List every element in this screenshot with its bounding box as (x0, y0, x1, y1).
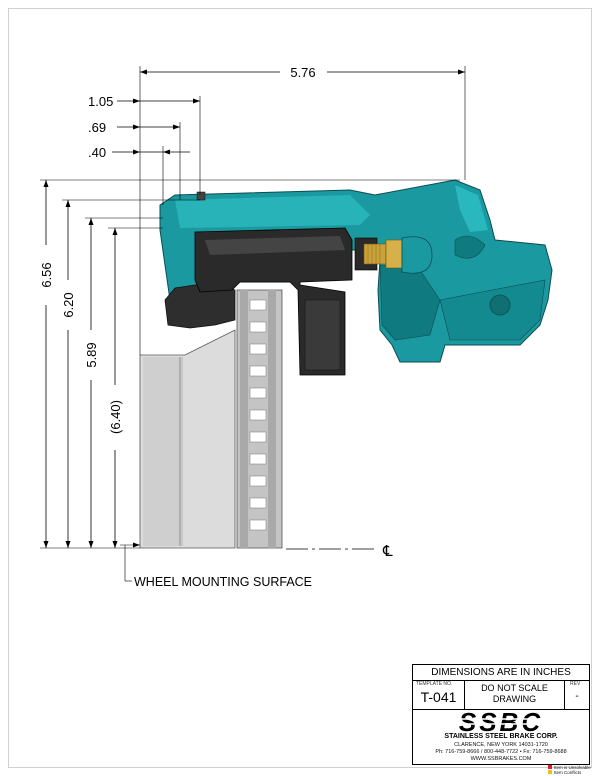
template-cell: TEMPLATE NO. T-041 (413, 680, 465, 709)
company-address: CLARENCE, NEW YORK 14031-1720 (454, 742, 548, 748)
page-border (8, 8, 592, 768)
caliper-bracket (164, 281, 236, 329)
scale-note-line1: DO NOT SCALE (481, 683, 548, 693)
rev-value: - (575, 691, 579, 702)
rotor-vanes (249, 299, 267, 531)
dim-height-2: 6.20 (61, 292, 76, 317)
wheel-mounting-surface-label: WHEEL MOUNTING SURFACE (134, 575, 312, 589)
company-phone: Ph: 716-759-8666 / 800-448-7722 • Fx: 71… (435, 749, 567, 755)
dim-height-3: 5.89 (84, 342, 99, 367)
yellow-swatch-icon (548, 770, 552, 774)
title-block: DIMENSIONS ARE IN INCHES TEMPLATE NO. T-… (412, 664, 590, 765)
dimension-lines (40, 66, 466, 582)
dim-overall-width: 5.76 (290, 65, 315, 80)
bleeder-fitting (354, 236, 433, 274)
scale-note-cell: DO NOT SCALE DRAWING (465, 680, 565, 709)
legend-item-unsolvable: Item is Unsolvable (548, 765, 591, 770)
units-note: DIMENSIONS ARE IN INCHES (413, 665, 589, 681)
dim-offset-3: .40 (88, 145, 106, 160)
rev-label: REV (570, 681, 581, 687)
company-logo-area: SSBC STAINLESS STEEL BRAKE CORP. CLARENC… (413, 709, 589, 765)
dimension-labels: 5.76 1.05 .69 .40 6.56 6.20 5.89 (6.40) … (39, 65, 393, 589)
dim-offset-1: 1.05 (88, 94, 113, 109)
legend-item-conflicts: Item Conflicts (548, 770, 581, 775)
legend: Item is Unsolvable Item Conflicts (548, 765, 598, 776)
scale-note-line2: DRAWING (492, 694, 537, 704)
red-swatch-icon (548, 765, 552, 769)
company-website: WWW.SSBRAKES.COM (470, 756, 532, 762)
logo-text: SSBC (459, 710, 543, 734)
dim-height-1: 6.56 (39, 262, 54, 287)
title-block-row: TEMPLATE NO. T-041 DO NOT SCALE DRAWING … (413, 680, 589, 710)
dim-height-4: (6.40) (108, 400, 123, 434)
template-number: T-041 (420, 689, 457, 705)
rev-cell: REV - (565, 680, 589, 709)
caliper-assembly (159, 179, 553, 376)
ssbc-logo: SSBC (425, 710, 573, 734)
template-label: TEMPLATE NO. (416, 681, 453, 687)
rotor-assembly (139, 289, 283, 549)
company-name: STAINLESS STEEL BRAKE CORP. (444, 733, 558, 740)
dim-offset-2: .69 (88, 120, 106, 135)
centerline-symbol: ℄ (382, 543, 393, 560)
